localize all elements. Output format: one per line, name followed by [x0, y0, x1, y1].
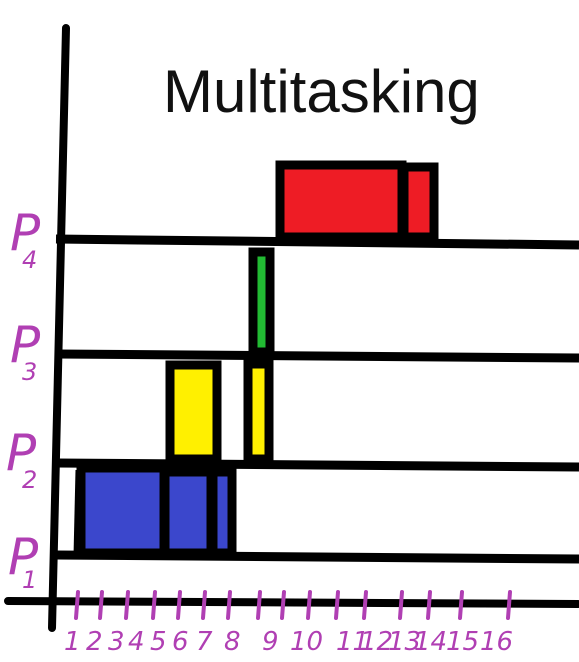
process-letter: P — [10, 204, 41, 262]
time-label: 7 — [196, 627, 213, 657]
p2-block-1 — [165, 360, 222, 464]
time-label: 2 — [86, 627, 103, 657]
time-label: 4 — [128, 627, 145, 657]
time-label: 14 — [414, 627, 447, 657]
time-label: 5 — [150, 627, 167, 657]
lane-line-p4 — [55, 234, 579, 250]
time-label: 10 — [290, 627, 323, 657]
time-tick — [398, 590, 404, 620]
diagram-title: Multitasking — [163, 58, 480, 125]
time-tick — [362, 590, 368, 620]
p4-block-2 — [399, 162, 439, 242]
p1-block-2 — [160, 467, 216, 558]
process-letter: P — [10, 316, 41, 374]
time-tick — [280, 590, 286, 620]
p1-block-3 — [208, 467, 237, 558]
time-tick — [151, 590, 157, 620]
time-label: 11 — [336, 627, 369, 657]
time-label: 6 — [172, 627, 189, 657]
time-tick — [74, 590, 80, 620]
time-tick — [334, 590, 340, 620]
time-tick — [256, 590, 262, 620]
process-label-p3: P 3 — [10, 316, 41, 386]
time-tick — [176, 590, 182, 620]
time-label: 1 — [64, 627, 81, 657]
process-letter: P — [6, 424, 37, 482]
process-index: 4 — [22, 246, 37, 274]
process-index: 2 — [22, 466, 37, 494]
process-label-p4: P 4 — [10, 204, 41, 274]
time-tick — [201, 590, 207, 620]
time-tick — [226, 590, 232, 620]
time-label: 12 — [360, 627, 393, 657]
time-tick — [306, 590, 312, 620]
y-axis — [48, 24, 70, 632]
time-tick — [426, 590, 432, 620]
time-label: 15 — [446, 627, 479, 657]
time-label: 13 — [388, 627, 421, 657]
p4-block-1 — [275, 160, 407, 242]
time-label: 8 — [224, 627, 241, 657]
p1-block-1 — [76, 463, 169, 558]
time-label: 3 — [108, 627, 125, 657]
process-letter: P — [8, 528, 39, 586]
p2-block-2 — [243, 359, 274, 464]
lane-line-p3 — [55, 349, 579, 363]
p1-start-marker — [73, 469, 81, 557]
time-tick — [98, 590, 104, 620]
process-index: 3 — [22, 358, 37, 386]
time-label: 9 — [262, 627, 279, 657]
p3-block-1 — [248, 247, 275, 357]
time-tick — [458, 590, 464, 620]
time-axis — [4, 597, 579, 608]
time-tick — [124, 590, 130, 620]
time-label: 16 — [480, 627, 513, 657]
time-tick — [506, 590, 512, 620]
process-label-p2: P 2 — [6, 424, 37, 494]
process-index: 1 — [22, 566, 37, 594]
process-label-p1: P 1 — [8, 528, 39, 594]
